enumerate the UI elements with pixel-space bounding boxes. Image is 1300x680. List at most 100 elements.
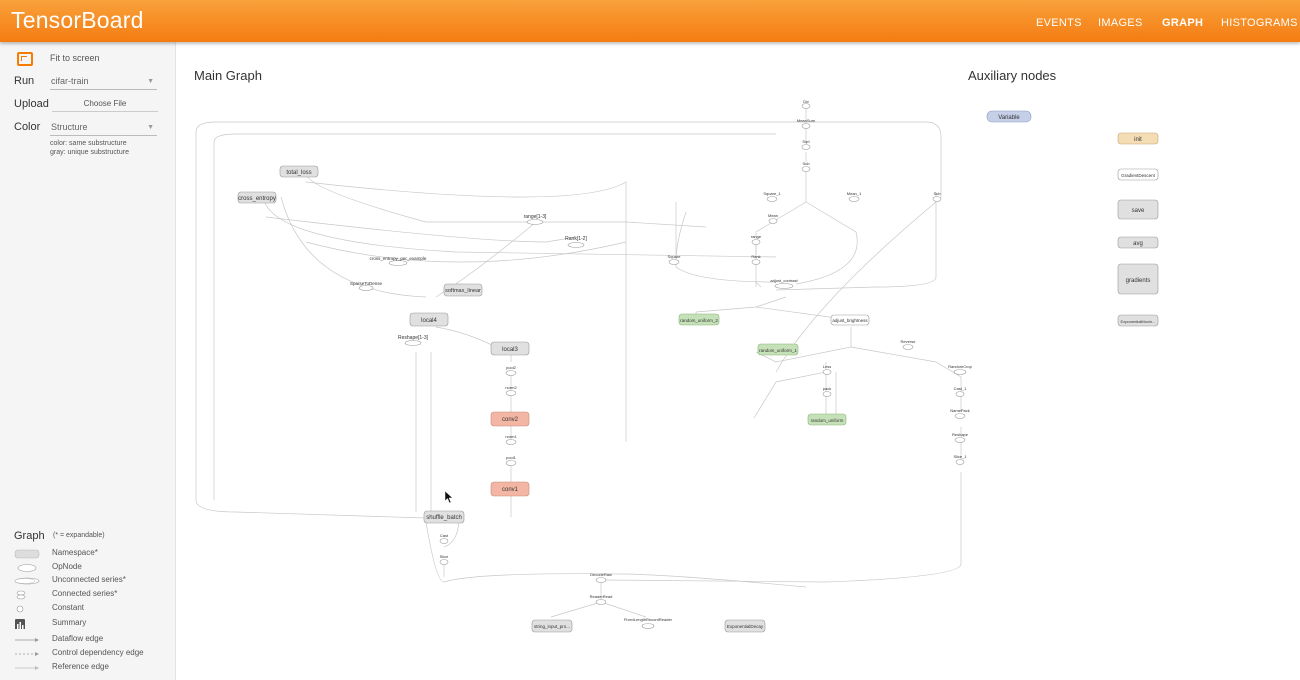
range-node[interactable]: range[1-3] xyxy=(524,214,547,225)
variable-aux-node[interactable]: Variable xyxy=(986,110,1032,123)
cross-entropy-node[interactable]: cross_entropy xyxy=(237,191,277,204)
choose-file-button[interactable]: Choose File xyxy=(52,99,158,112)
total-loss-node[interactable]: total_loss xyxy=(279,165,319,178)
adjust-contrast-node[interactable]: adjust_contrast xyxy=(770,278,798,289)
random-crop-label: RandomCrop xyxy=(948,364,973,369)
edge xyxy=(195,121,942,500)
name-pack-node[interactable]: NamePack xyxy=(950,408,970,419)
legend-control: Control dependency edge xyxy=(14,648,174,660)
rank2-label: Rank xyxy=(751,254,760,259)
sqrt-node[interactable]: Sqrt xyxy=(801,139,811,150)
rank2-node[interactable]: Rank xyxy=(751,254,761,265)
tab-histograms[interactable]: HISTOGRAMS xyxy=(1221,17,1298,29)
sparse-to-dense-node[interactable]: SparseToDense xyxy=(350,281,383,291)
pool2-label: pool2 xyxy=(506,365,517,370)
string-input-producer-node[interactable]: string_input_pro... xyxy=(531,619,573,633)
gradient-descent-aux-label: GradientDescent xyxy=(1121,173,1156,178)
decode-raw-node[interactable]: DecodeRaw xyxy=(590,572,612,583)
legend-namespace: Namespace* xyxy=(14,548,174,560)
tab-graph[interactable]: GRAPH xyxy=(1162,17,1204,29)
adjust-brightness-node[interactable]: adjust_brightness xyxy=(830,314,870,326)
shuffle-batch-node[interactable]: shuffle_batch xyxy=(423,510,465,524)
save-aux-node[interactable]: save xyxy=(1117,199,1159,220)
conv2-node[interactable]: conv2 xyxy=(490,411,530,427)
conv1-node[interactable]: conv1 xyxy=(490,481,530,497)
connected-series-icon xyxy=(16,590,26,600)
avg-aux-node[interactable]: avg xyxy=(1117,236,1159,249)
color-note-unique: gray: unique substructure xyxy=(50,149,129,156)
rank-node[interactable]: Rank[1-2] xyxy=(565,236,587,248)
chevron-down-icon: ▼ xyxy=(147,124,154,131)
reverse-node[interactable]: Reverse xyxy=(901,339,917,350)
exponential-decay-node[interactable]: ExponentialDecay xyxy=(724,619,766,633)
random-uniform-node[interactable]: random_uniform xyxy=(807,413,847,426)
random-crop-node[interactable]: RandomCrop xyxy=(948,364,973,375)
legend-reference: Reference edge xyxy=(14,662,174,674)
slice-node[interactable]: Slice xyxy=(440,554,449,565)
softmax-linear-node[interactable]: softmax_linear xyxy=(443,283,483,297)
run-select-value: cifar-train xyxy=(51,76,89,86)
fixed-length-reader-label: FixedLengthRecordReader xyxy=(624,617,673,622)
fixed-length-reader-node[interactable]: FixedLengthRecordReader xyxy=(624,617,673,629)
main-graph-title: Main Graph xyxy=(194,68,262,83)
cast1-node[interactable]: Cast_1 xyxy=(954,386,967,397)
square-node[interactable]: Square xyxy=(668,254,682,265)
init-aux-node[interactable]: init xyxy=(1117,132,1159,145)
edge xyxy=(675,211,687,263)
tab-images[interactable]: IMAGES xyxy=(1098,17,1143,29)
sub-node[interactable]: Sub xyxy=(801,161,810,172)
edge xyxy=(213,133,776,500)
tab-events[interactable]: EVENTS xyxy=(1036,17,1082,29)
random-uniform-label: random_uniform xyxy=(811,418,844,423)
graph-canvas[interactable]: Main Graph Auxiliary nodes xyxy=(176,42,1300,680)
run-select[interactable]: cifar-train▼ xyxy=(50,76,157,90)
mean-node[interactable]: Mean xyxy=(768,213,778,224)
square1-label: Square_1 xyxy=(763,191,781,196)
sub2-node[interactable]: Sub xyxy=(932,191,941,202)
edge xyxy=(755,296,787,308)
less-label: Less xyxy=(823,364,831,369)
random-uniform-2-node[interactable]: random_uniform_2 xyxy=(678,313,720,326)
pool2-node[interactable]: pool2 xyxy=(505,365,517,376)
shuffle-batch-label: shuffle_batch xyxy=(426,515,462,521)
color-select[interactable]: Structure▼ xyxy=(50,122,157,136)
save-aux-label: save xyxy=(1132,208,1145,214)
mean-sum-node[interactable]: MeanSum xyxy=(797,118,816,129)
ema-aux-node[interactable]: ExponentialMovin... xyxy=(1117,314,1159,327)
square1-node[interactable]: Square_1 xyxy=(763,191,781,202)
color-label: Color xyxy=(14,121,41,133)
mean1-node[interactable]: Mean_1 xyxy=(847,191,862,202)
fit-to-screen-label[interactable]: Fit to screen xyxy=(50,53,100,63)
adjust-contrast-label: adjust_contrast xyxy=(770,278,798,283)
div-node[interactable]: Div xyxy=(801,99,811,109)
random-uniform-1-node[interactable]: random_uniform_1 xyxy=(757,343,799,356)
pack-node[interactable]: pack xyxy=(822,386,832,397)
slice1-node[interactable]: Slice_1 xyxy=(953,454,967,465)
norm2-node[interactable]: norm2 xyxy=(505,385,517,396)
less-node[interactable]: Less xyxy=(822,364,832,375)
range2-node[interactable]: range xyxy=(751,234,762,245)
reshape-node[interactable]: Reshape[1-3] xyxy=(398,335,429,346)
cross-entropy-per-example-node[interactable]: cross_entropy_per_example xyxy=(370,256,427,266)
fit-to-screen-icon[interactable] xyxy=(17,52,33,66)
gradient-descent-aux-node[interactable]: GradientDescent xyxy=(1117,168,1159,181)
upload-label: Upload xyxy=(14,98,49,110)
gradients-aux-node[interactable]: gradients xyxy=(1117,263,1159,295)
sparse-to-dense-label: SparseToDense xyxy=(350,281,383,286)
main-graph-nodes: total_loss cross_entropy range[1-3] Rank… xyxy=(237,99,973,633)
norm1-node[interactable]: norm1 xyxy=(505,434,517,445)
softmax-linear-label: softmax_linear xyxy=(445,288,481,294)
square-label: Square xyxy=(668,254,682,259)
reader-read-label: ReaderRead xyxy=(590,594,613,599)
slice1-label: Slice_1 xyxy=(953,454,967,459)
reshape-label: Reshape[1-3] xyxy=(398,335,429,341)
local3-node[interactable]: local3 xyxy=(490,341,530,356)
reshape2-node[interactable]: Reshape xyxy=(952,432,969,443)
mean-sum-label: MeanSum xyxy=(797,118,816,123)
local4-node[interactable]: local4 xyxy=(409,312,449,327)
cast-node[interactable]: Cast xyxy=(439,533,449,544)
edge xyxy=(753,362,827,419)
reader-read-node[interactable]: ReaderRead xyxy=(590,594,613,605)
pool1-node[interactable]: pool1 xyxy=(505,455,517,466)
cast1-label: Cast_1 xyxy=(954,386,967,391)
